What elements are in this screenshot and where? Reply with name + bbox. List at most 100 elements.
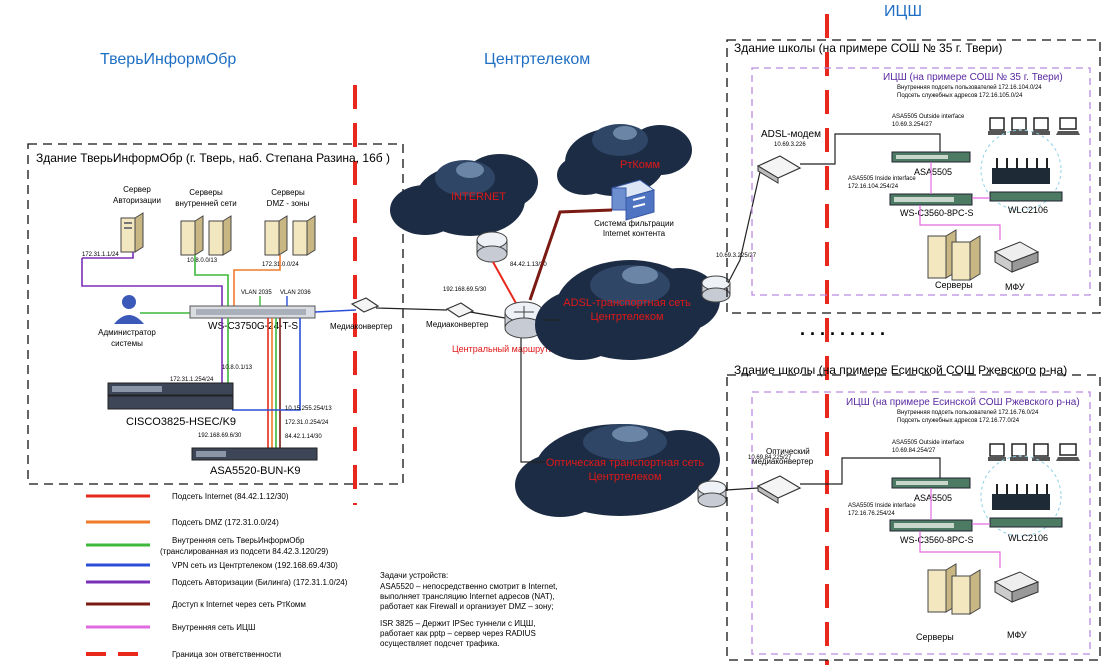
school1-subnet-users: Внутренняя подсеть пользователей 172.16.… — [897, 84, 1042, 91]
link-internal — [194, 255, 229, 310]
school2-link-mc-asa — [800, 457, 941, 485]
school2-building-frame — [726, 374, 1101, 661]
server-dmz-icon — [264, 215, 316, 256]
zone-label-ctt: Центртелеком — [484, 51, 590, 68]
mediaconverter-2-icon — [445, 302, 475, 318]
subnet-cisco-b: 10.8.0.1/13 — [222, 365, 253, 371]
firewall-asa5520-icon — [191, 447, 318, 461]
school1-mfu-icon — [993, 241, 1040, 273]
legend-label-4: Подсеть Авторизации (Билинга) (172.31.1.… — [172, 578, 348, 587]
zone-label-icsh: ИЦШ — [884, 3, 922, 20]
server-auth-icon — [120, 212, 144, 253]
link-mc1-mc2 — [375, 307, 448, 311]
school2-servers-icon — [927, 563, 981, 615]
legend-label-0: Подсеть Internet (84.42.1.12/30) — [172, 492, 289, 501]
school1-link-modem-asa — [800, 133, 941, 165]
cloud-internet-label: INTERNET — [451, 191, 506, 203]
school1-link-switch-down — [919, 205, 1001, 240]
subnet-inet-gw: 84.42.1.13/30 — [510, 262, 547, 268]
school2-subnet-service: Подсеть служебных адресов 172.16.77.0/24 — [897, 418, 1020, 424]
cloud-optical-icon — [515, 424, 720, 517]
school1-modem-ip: 10.69.3.226 — [774, 142, 806, 148]
link-rtcomm-filter — [528, 208, 613, 301]
school1-outside-ip: 10.69.3.254/27 — [892, 122, 933, 128]
link-core-optical — [520, 338, 545, 463]
school2-mediaconverter-icon — [756, 475, 802, 504]
tasks-block: Задачи устройств: ASA5520 – непосредстве… — [380, 571, 560, 648]
switch-3750-icon — [189, 305, 316, 319]
school1-icsh-frame — [751, 67, 1091, 296]
school1-asa5505-label: ASA5505 — [914, 167, 952, 177]
legend-label-2-line2: (транслированная из подсети 84.42.3.120/… — [160, 547, 329, 556]
cloud-adsl-icon — [535, 260, 720, 360]
legend-label-1: Подсеть DMZ (172.31.0.0/24) — [172, 518, 279, 527]
school1-switch-label: WS-C3560-8PC-S — [900, 208, 974, 218]
subnet-cisco-c: 192.168.69.6/30 — [198, 433, 242, 439]
school2-asa5505-label: ASA5505 — [914, 493, 952, 503]
school2-icsh-frame — [751, 391, 1091, 655]
router-core-icon — [504, 301, 544, 339]
link-cisco-blue — [232, 318, 301, 411]
router-internet-icon — [476, 231, 508, 263]
school1-servers-label: Серверы — [935, 280, 973, 290]
link-tio-mc1 — [314, 309, 357, 313]
school1-servers-icon — [927, 229, 981, 281]
school1-mfu-label: МФУ — [1005, 282, 1025, 292]
school1-inside-label: ASA5505 Inside interface — [848, 176, 916, 182]
school2-access-points-icon — [980, 455, 1062, 537]
cloud-rtcomm-label: РтКомм — [620, 159, 660, 171]
subnet-asa-c: 84.42.1.14/30 — [285, 434, 322, 440]
router-optical-icon — [697, 480, 727, 508]
link-auth — [82, 252, 134, 259]
school2-inside-ip: 172.16.76.254/24 — [848, 511, 895, 517]
switch-3750-label: WS-C3750G-24-T-S — [208, 321, 298, 332]
subnet-asa-b: 172.31.0.254/24 — [285, 420, 329, 426]
cloud-rtcomm-icon — [557, 124, 692, 196]
school1-building-title: Здание школы (на примере СОШ № 35 г. Тве… — [734, 41, 1002, 55]
tio-building-title: Здание ТверьИнформОбр (г. Тверь, наб. Ст… — [36, 151, 390, 165]
router-adsl-icon — [701, 275, 731, 303]
school1-inside-ip: 172.16.104.254/24 — [848, 184, 899, 190]
school1-icsh-title: ИЦШ (на примере СОШ № 35 г. Твери) — [883, 72, 1063, 83]
school1-building-frame — [726, 39, 1101, 314]
filter-system-icon — [610, 179, 656, 221]
schools-ellipsis: . . . . . . . . . — [800, 319, 885, 339]
legend-label-3: VPN сеть из Центртелеком (192.168.69.4/3… — [172, 561, 338, 570]
link-adsl-modem — [727, 171, 761, 284]
school2-building-title: Здание школы (на примере Есинской СОШ Рж… — [734, 363, 1067, 377]
school1-subnet-service: Подсеть служебных адресов 172.16.105.0/2… — [897, 93, 1023, 99]
router-cisco3825-icon — [107, 382, 234, 410]
legend-label-5: Доступ к Internet через сеть РтКомм — [172, 600, 306, 609]
mediaconverter-1-icon — [350, 297, 380, 313]
school2-subnet-users: Внутренняя подсеть пользователей 172.16.… — [897, 409, 1039, 416]
vlan-a: VLAN 2035 — [241, 290, 272, 296]
link-inet-core — [492, 261, 518, 306]
subnet-core-a: 192.168.69.5/30 — [443, 287, 487, 293]
school2-asa5505-icon — [891, 477, 971, 489]
router-cisco3825-label: CISCO3825-HSEC/K9 — [126, 416, 236, 428]
link-mc2-core — [469, 311, 506, 319]
school1-access-points-icon — [980, 129, 1062, 211]
subnet-cisco-a: 172.31.1.254/24 — [170, 377, 214, 383]
school2-outside-ip: 10.69.84.254/27 — [892, 448, 936, 454]
school1-switch-icon — [889, 193, 973, 206]
legend-label-7: Граница зон ответственности — [172, 650, 281, 659]
school2-outside-label: ASA5505 Outside interface — [892, 440, 965, 446]
subnet-internal: 10.8.0.0/13 — [187, 258, 218, 264]
server-internal-icon — [180, 215, 232, 256]
router-core-label: Центральный маршрутизатор — [452, 344, 577, 354]
link-dmz — [233, 255, 281, 310]
school1-wlc-icon — [989, 191, 1063, 202]
school1-modem-icon — [756, 155, 802, 184]
cloud-internet-icon — [390, 154, 538, 236]
school2-switch-label: WS-C3560-8PC-S — [900, 535, 974, 545]
mediaconverter-2-label: Медиаконвертер — [426, 320, 489, 329]
school1-outside-label: ASA5505 Outside interface — [892, 114, 965, 120]
